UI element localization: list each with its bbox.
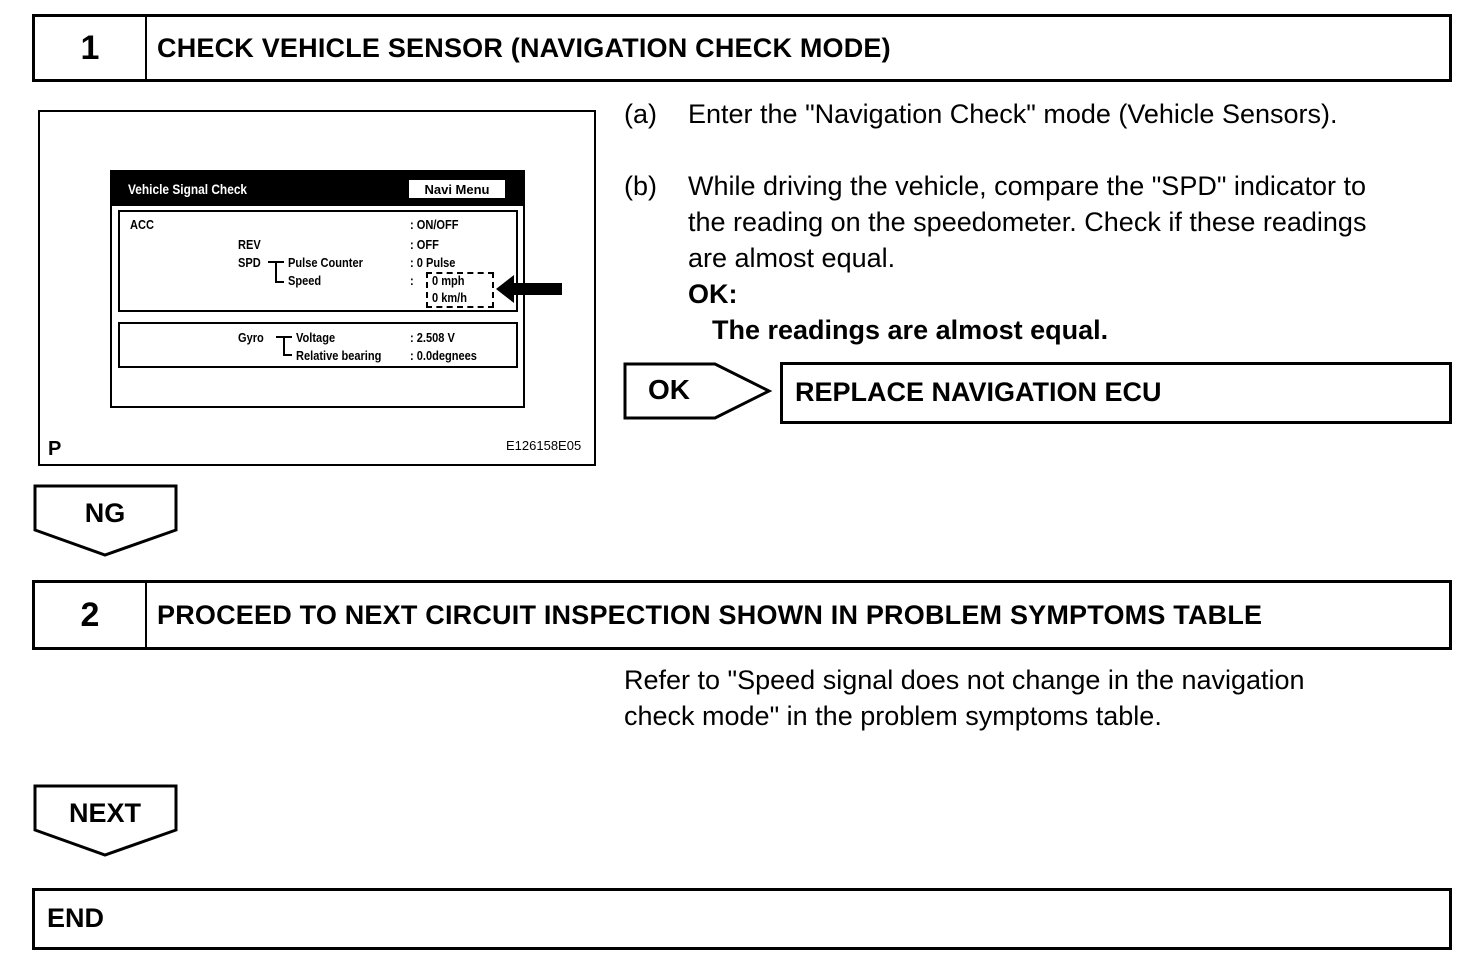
vehicle-signal-check-screen: Vehicle Signal Check Navi Menu ACC : ON/…: [110, 170, 525, 408]
speed-colon: :: [410, 273, 414, 288]
step-b-line2: the reading on the speedometer. Check if…: [688, 207, 1367, 237]
screen-title-bar: Vehicle Signal Check Navi Menu: [112, 172, 523, 206]
step-b-line3: are almost equal.: [688, 243, 896, 273]
rev-label: REV: [238, 237, 261, 252]
speed-mph: 0 mph: [432, 273, 465, 288]
step-number: 1: [35, 17, 147, 79]
step-number: 2: [35, 583, 147, 647]
step-1-header: 1 CHECK VEHICLE SENSOR (NAVIGATION CHECK…: [32, 14, 1452, 82]
step-b-marker: (b): [624, 171, 657, 201]
ok-action-box: REPLACE NAVIGATION ECU: [780, 362, 1452, 424]
end-box: END: [32, 888, 1452, 950]
bearing-value: : 0.0degnees: [410, 348, 477, 363]
acc-value: : ON/OFF: [410, 217, 459, 232]
voltage-label: Voltage: [296, 330, 336, 345]
ok-heading: OK:: [688, 279, 738, 309]
reference-line2: check mode" in the problem symptoms tabl…: [624, 701, 1162, 731]
speed-highlight-box: [426, 272, 494, 308]
navi-menu-button: Navi Menu: [408, 179, 506, 199]
sensor-panel: ACC : ON/OFF REV : OFF SPD Pulse Counter…: [118, 210, 518, 312]
navigation-check-figure: Vehicle Signal Check Navi Menu ACC : ON/…: [38, 110, 596, 466]
step-a-text: Enter the "Navigation Check" mode (Vehic…: [688, 99, 1338, 129]
spd-label: SPD: [238, 255, 261, 270]
ng-arrow-icon: [33, 484, 178, 557]
pointer-arrow-icon: [496, 275, 562, 303]
ok-criteria: The readings are almost equal.: [712, 315, 1109, 345]
step-title: CHECK VEHICLE SENSOR (NAVIGATION CHECK M…: [157, 32, 891, 63]
pulse-value: : 0 Pulse: [410, 255, 456, 270]
ok-label: OK: [648, 374, 690, 405]
rev-value: : OFF: [410, 237, 439, 252]
figure-id: E126158E05: [506, 438, 582, 453]
speed-label: Speed: [288, 273, 322, 288]
step-a-marker: (a): [624, 99, 657, 129]
step-b-line1: While driving the vehicle, compare the "…: [688, 171, 1366, 201]
ng-label: NG: [84, 498, 126, 528]
next-arrow-icon: [33, 784, 178, 857]
step-2-header: 2 PROCEED TO NEXT CIRCUIT INSPECTION SHO…: [32, 580, 1452, 650]
voltage-value: : 2.508 V: [410, 330, 455, 345]
speed-kmh: 0 km/h: [432, 290, 468, 305]
ok-arrow-icon: [623, 362, 773, 420]
reference-line1: Refer to "Speed signal does not change i…: [624, 665, 1305, 695]
gyro-bracket-icon: [276, 336, 292, 356]
step-title: PROCEED TO NEXT CIRCUIT INSPECTION SHOWN…: [157, 599, 1263, 630]
screen-title: Vehicle Signal Check: [128, 181, 248, 197]
bearing-label: Relative bearing: [296, 348, 382, 363]
pulse-counter-label: Pulse Counter: [288, 255, 363, 270]
next-label: NEXT: [68, 798, 141, 828]
ok-action-text: REPLACE NAVIGATION ECU: [795, 377, 1162, 407]
figure-corner-label: P: [48, 438, 62, 460]
gyro-label: Gyro: [238, 330, 264, 345]
gyro-panel: Gyro Voltage : 2.508 V Relative bearing …: [118, 322, 518, 368]
spd-bracket-icon: [268, 261, 284, 283]
end-label: END: [47, 903, 105, 933]
acc-label: ACC: [130, 217, 154, 232]
